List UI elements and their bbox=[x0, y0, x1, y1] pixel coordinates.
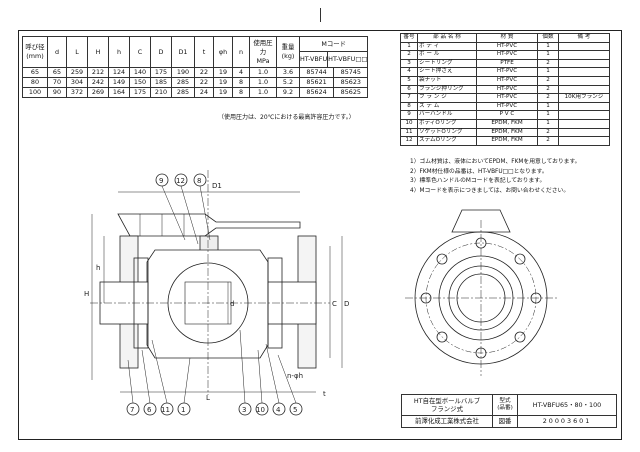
col-mcode: Mコード HT-VBFU HT-VBFU□□ bbox=[298, 36, 369, 68]
mcode-header: Mコード bbox=[300, 37, 368, 52]
cell: 85625 bbox=[333, 87, 369, 98]
type-value: HT-VBFU65・80・100 bbox=[517, 394, 617, 416]
callout-4: 4 bbox=[276, 406, 281, 414]
note-2: 2）FKM材仕様の品番は、HT-VBFU□□となります。 bbox=[410, 168, 548, 175]
col-pressure: 使用圧力 MPa bbox=[249, 36, 277, 68]
dim-h-label: h bbox=[96, 264, 100, 272]
bar-handle bbox=[117, 213, 301, 237]
mcode-sub-std: HT-VBFU bbox=[300, 52, 329, 67]
dim-nphi-label: n-φh bbox=[287, 372, 303, 380]
mcode-sub-fkm: HT-VBFU□□ bbox=[328, 55, 368, 63]
callout-9: 9 bbox=[159, 177, 163, 185]
note-1: 1）ゴム材質は、液体においてEPDM、FKMを用意しております。 bbox=[410, 159, 581, 165]
callout-10: 10 bbox=[256, 406, 265, 414]
dim-C-label: C bbox=[332, 300, 337, 308]
dim-H-label: H bbox=[84, 290, 89, 298]
type-label: 型式 (品番) bbox=[492, 394, 518, 416]
callout-12: 12 bbox=[176, 177, 185, 185]
dimension-table: 呼び径 (mm) d L H h C D D1 t φh n 使用圧力 MPa … bbox=[22, 36, 369, 98]
callout-11: 11 bbox=[161, 406, 170, 414]
drawing-sheet-border bbox=[18, 30, 622, 440]
dim-L-label: L bbox=[206, 394, 210, 402]
product-name: HT自在型ボールバルブ フランジ式 bbox=[401, 394, 493, 416]
col-D1: D1 bbox=[171, 36, 195, 68]
note-4: 4）Mコードを表示につきましては、お問い合わせください。 bbox=[410, 187, 570, 194]
callout-1: 1 bbox=[181, 406, 185, 414]
callout-7: 7 bbox=[130, 406, 134, 414]
callouts-bottom bbox=[126, 329, 303, 416]
note-3: 3）標準色ハンドルのMコードを表記しております。 bbox=[410, 178, 546, 184]
valve-body bbox=[146, 249, 269, 359]
callout-5: 5 bbox=[293, 406, 297, 414]
dimension-table-header: 呼び径 (mm) d L H h C D D1 t φh n 使用圧力 MPa … bbox=[22, 36, 369, 68]
front-end-view bbox=[405, 209, 557, 376]
dim-table-footnote: （使用圧力は、20℃における最高許容圧力です。） bbox=[218, 114, 355, 121]
cell bbox=[558, 136, 610, 146]
drawing-no-label: 図番 bbox=[492, 415, 518, 428]
drawing-no: 20003601 bbox=[517, 415, 617, 428]
dim-D-label: D bbox=[344, 300, 349, 308]
dim-t-label: t bbox=[323, 390, 326, 398]
callout-3: 3 bbox=[242, 406, 246, 414]
notes-block: 1）ゴム材質は、液体においてEPDM、FKMを用意しております。 2）FKM材仕… bbox=[410, 158, 580, 196]
callout-8: 8 bbox=[197, 177, 201, 185]
dim-d-label: d bbox=[230, 300, 234, 308]
callout-6: 6 bbox=[147, 406, 152, 414]
top-center-mark bbox=[320, 8, 321, 22]
title-block: HT自在型ボールバルブ フランジ式 型式 (品番) HT-VBFU65・80・1… bbox=[401, 394, 617, 428]
dim-D1-label: D1 bbox=[212, 182, 222, 190]
callouts-top bbox=[155, 173, 211, 245]
side-section-view bbox=[90, 170, 343, 395]
company-name: 前澤化成工業株式会社 bbox=[401, 415, 493, 428]
